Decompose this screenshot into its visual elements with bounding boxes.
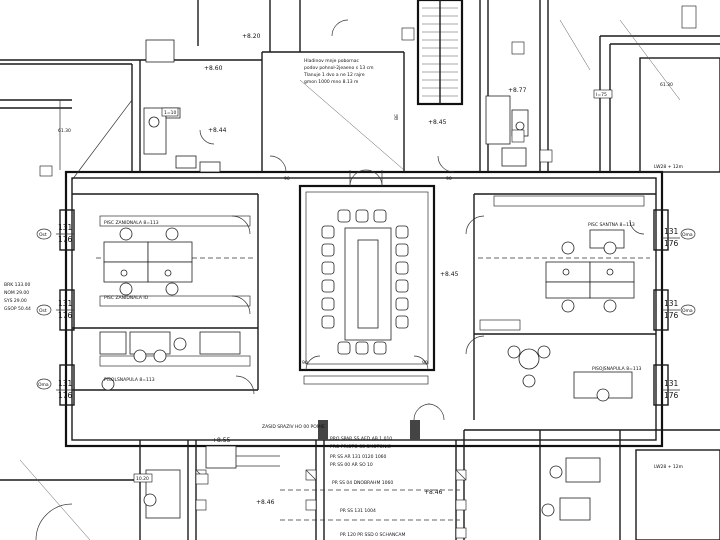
- tag-se-corner: LW28 + 12m: [654, 464, 683, 470]
- tag-wc: 1=10: [164, 110, 176, 116]
- level-top-left: +8.60: [204, 65, 223, 72]
- south-note: PRO SPAR SS AED AB 1 010: [330, 436, 392, 442]
- tag-room-left: 10.20: [136, 476, 149, 482]
- top-note: Hladinov mnje pobornac podov pohnol-2jea…: [303, 58, 374, 85]
- section-mark: Ost: [39, 308, 47, 314]
- section-mark: Ost: [39, 232, 47, 238]
- north-fixtures: [143, 19, 529, 173]
- tag-ne-corner: 61.30: [660, 82, 673, 88]
- window-tag-bottom: 176: [664, 239, 679, 248]
- room-label-office-ne: PISC SANTNA 8=113: [588, 222, 635, 228]
- window-tag-top: 131: [58, 223, 73, 232]
- south-equipment: [195, 469, 467, 539]
- level-center: +8.45: [440, 271, 459, 278]
- room-label-office-e: PISOJSNAPULA 8=113: [592, 366, 642, 372]
- south-notes: PRO SPAR SS AED AB 1 010 PRO PRIOTO SS S…: [330, 436, 406, 538]
- legend-line: BRK 133.00: [4, 282, 30, 288]
- door-tag: 90: [302, 360, 308, 366]
- level-top-mid: +8.20: [242, 33, 261, 40]
- south-structure: [0, 403, 720, 540]
- window-tags: 131 176 131 176 131 176 131 176 131 176 …: [56, 223, 680, 400]
- top-note-line: podov pohnol-2jeaeno s 13 cm: [304, 65, 374, 71]
- window-tag-bottom: 176: [58, 391, 73, 400]
- level-marks: +8.60 +8.44 +8.20 +8.77 +8.45 +8.45 +8.5…: [204, 33, 527, 506]
- window-tag-bottom: 176: [58, 235, 73, 244]
- conference-doors: [305, 169, 429, 371]
- door-tag: 90: [284, 176, 290, 182]
- top-note-line: Hladinov mnje pobornac: [304, 58, 359, 64]
- south-note: PR SS 00 AR SO 10: [330, 462, 373, 468]
- legend-line: GSOP 50.44: [4, 306, 31, 312]
- window-tag-top: 131: [58, 299, 73, 308]
- legend-line: SYS 29.00: [4, 298, 27, 304]
- top-note-line: gmon 1000 mno 8.13 m: [304, 79, 358, 85]
- south-note: PRO PRIOTO SS SMOTONIC: [330, 444, 391, 450]
- window-tag-top: 131: [664, 379, 679, 388]
- window-tag-top: 131: [58, 379, 73, 388]
- level-upper-left: +8.44: [208, 127, 227, 134]
- level-bottom-center: +8.46: [424, 489, 443, 496]
- west-office-chairs: [101, 227, 187, 391]
- room-label-corridor-s: ZASID SRAZIV HO 00 POMIE: [262, 424, 325, 430]
- window-tag-bottom: 176: [664, 391, 679, 400]
- level-bottom-mid: +8.46: [256, 499, 275, 506]
- room-label-office-nw: PISC ZANIDNALA 8=113: [104, 220, 159, 226]
- window-tag-bottom: 176: [58, 311, 73, 320]
- room-labels: PISC ZANIDNALA 8=113 PISC ZANIDNALA IO P…: [104, 220, 642, 430]
- south-note: PR SS 04 DNOBRAHM 1060: [332, 480, 393, 486]
- ne-boxes: [39, 5, 697, 485]
- west-offices: [72, 193, 259, 395]
- window-tag-bottom: 176: [664, 311, 679, 320]
- south-note: PR SS AR 131 0120 1060: [330, 454, 387, 460]
- section-mark: Oma: [682, 232, 693, 238]
- section-mark: Oma: [38, 382, 49, 388]
- section-mark: Oma: [682, 308, 693, 314]
- tag-ne-room: LW28 + 12m: [654, 164, 683, 170]
- south-note: PR SS 131 1004: [340, 508, 376, 514]
- outer-walls: [59, 170, 669, 448]
- section-marks: Ost Ost Oma Oma Oma: [36, 228, 696, 390]
- east-office-chairs: [507, 241, 617, 402]
- door-tags: 90 90 90 90: [284, 176, 452, 366]
- tag-nw-corner: 61.30: [58, 128, 71, 134]
- window-tag-top: 131: [664, 299, 679, 308]
- level-bottom-left: +8.55: [212, 437, 231, 444]
- level-landing: +8.45: [428, 119, 447, 126]
- window-tag-top: 131: [664, 227, 679, 236]
- south-note: PR 120 PR SSD 0 SCHANCAM: [340, 532, 406, 538]
- area-legend: BRK 133.00 NOM 29.00 SYS 29.00 GSOP 50.4…: [4, 282, 31, 312]
- room-label-office-w: PISC ZANIDNALA IO: [104, 295, 149, 301]
- door-tag: 90: [422, 360, 428, 366]
- legend-line: NOM 29.00: [4, 290, 29, 296]
- door-tag: 90: [446, 176, 452, 182]
- tag-room-right: I=75: [596, 92, 607, 98]
- stair-note: BE: [394, 114, 400, 120]
- conference-room: [298, 184, 436, 385]
- room-label-office-sw: PISOLSNAPULA 8=113: [104, 377, 155, 383]
- conference-chairs: [321, 209, 409, 355]
- top-note-line: Tlanuje 1 dvo a ne 12 rajre: [303, 72, 365, 78]
- small-tags: 1=10 10.20 I=75 61.30 LW28 + 12m LW28 + …: [58, 82, 683, 483]
- level-stair: +8.77: [508, 87, 527, 94]
